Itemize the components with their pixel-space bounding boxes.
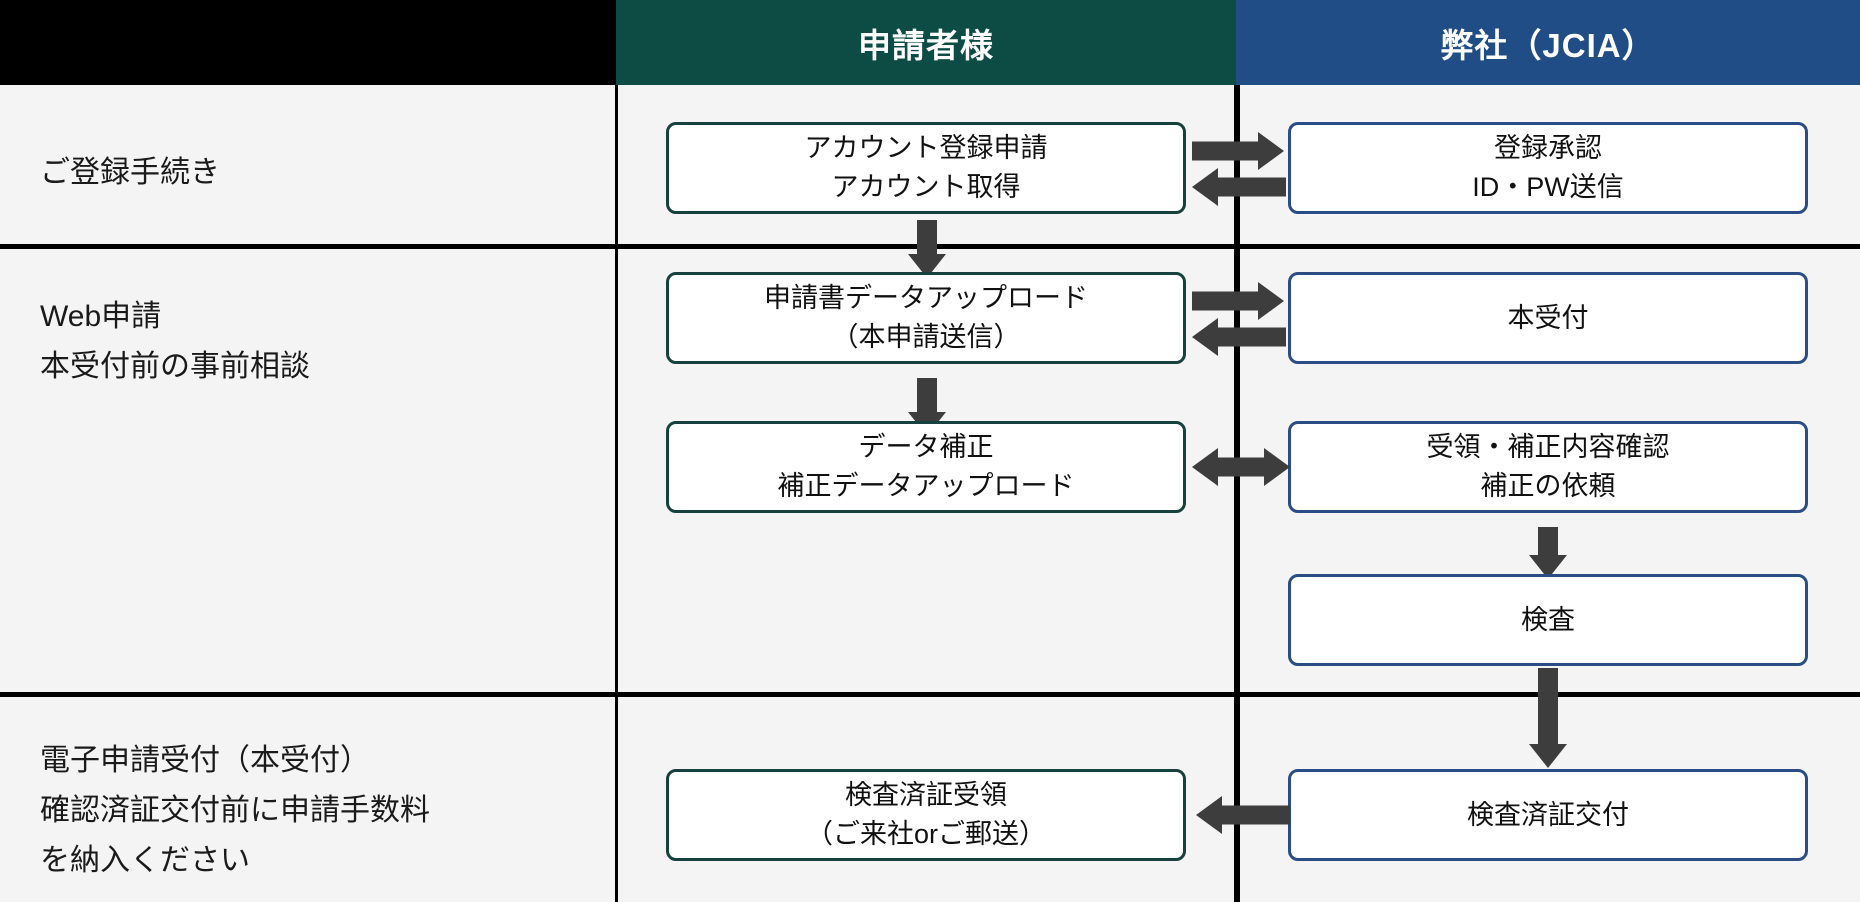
arrow-row2-to-applicant <box>1192 318 1286 356</box>
arrow-long-down-to-certificate <box>1527 668 1569 773</box>
box-receipt-confirmation[interactable]: 受領・補正内容確認 補正の依頼 <box>1288 421 1808 513</box>
row-label-electronic-reception: 電子申請受付（本受付） 確認済証交付前に申請手数料 を納入ください <box>40 744 430 877</box>
row-label-registration: ご登録手続き <box>40 156 220 189</box>
row-label-web-application: Web申請 本受付前の事前相談 <box>40 300 310 383</box>
header-company-cell: 弊社（JCIA） <box>1236 0 1860 85</box>
grid-vline-applicant-company <box>1234 85 1240 902</box>
arrow-row1-down-to-upload <box>906 220 948 278</box>
box-certificate-receive[interactable]: 検査済証受領 （ご来社orご郵送） <box>666 769 1186 861</box>
box-account-request[interactable]: アカウント登録申請 アカウント取得 <box>666 122 1186 214</box>
header-applicant-cell: 申請者様 <box>616 0 1236 85</box>
grid-hline-row2-bottom <box>0 692 1860 697</box>
arrow-down-to-inspection <box>1527 527 1569 579</box>
arrow-row1-to-company <box>1192 132 1284 170</box>
box-application-upload[interactable]: 申請書データアップロード （本申請送信） <box>666 272 1186 364</box>
box-registration-approval[interactable]: 登録承認 ID・PW送信 <box>1288 122 1808 214</box>
grid-vline-label-applicant <box>615 85 618 902</box>
arrow-correction-bidirectional <box>1192 448 1290 486</box>
box-certificate-issue[interactable]: 検査済証交付 <box>1288 769 1808 861</box>
box-inspection[interactable]: 検査 <box>1288 574 1808 666</box>
header-band: 申請者様 弊社（JCIA） <box>0 0 1860 85</box>
arrow-certificate-to-applicant <box>1196 796 1290 834</box>
arrow-row2-to-company <box>1192 282 1284 320</box>
box-main-reception[interactable]: 本受付 <box>1288 272 1808 364</box>
box-data-correction[interactable]: データ補正 補正データアップロード <box>666 421 1186 513</box>
arrow-row1-to-applicant <box>1192 168 1286 206</box>
header-blank-cell <box>0 0 616 85</box>
